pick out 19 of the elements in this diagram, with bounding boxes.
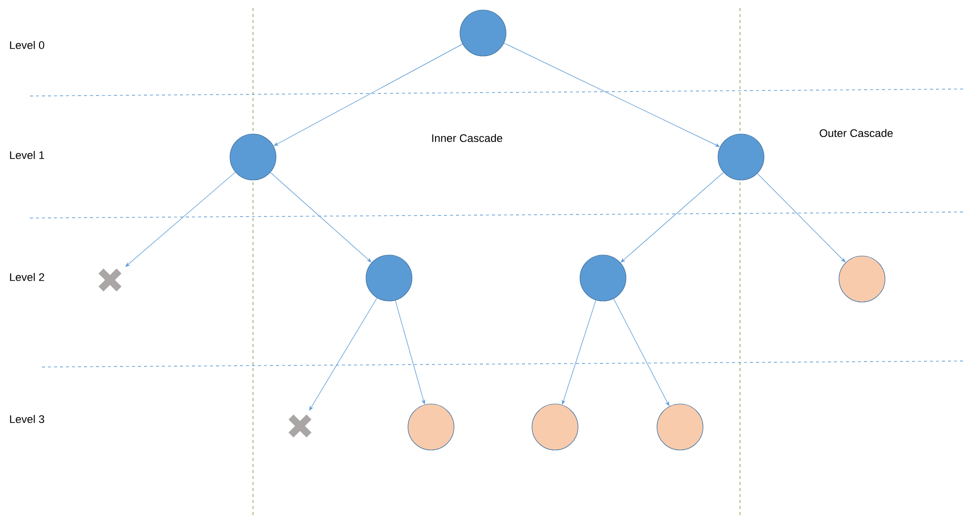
label: Level 3: [10, 414, 44, 424]
circle-node: [460, 10, 506, 56]
circle-node: [838, 256, 886, 302]
circle-node: [718, 134, 764, 180]
label: Level 0: [10, 40, 44, 50]
label: Outer Cascade: [820, 128, 893, 138]
arrow: [274, 44, 463, 146]
label: Level 1: [10, 150, 44, 160]
circle-node: [366, 254, 412, 302]
circle-node: [230, 134, 276, 180]
cross-mark: [98, 268, 122, 292]
arrow: [504, 42, 720, 147]
label: Level 2: [10, 272, 44, 282]
circle-node: [532, 404, 578, 450]
label: Inner Cascade: [432, 134, 502, 142]
circle-node: [408, 404, 454, 450]
circle-node: [580, 254, 626, 302]
circle-node: [656, 404, 704, 450]
cross-mark: [288, 414, 312, 438]
